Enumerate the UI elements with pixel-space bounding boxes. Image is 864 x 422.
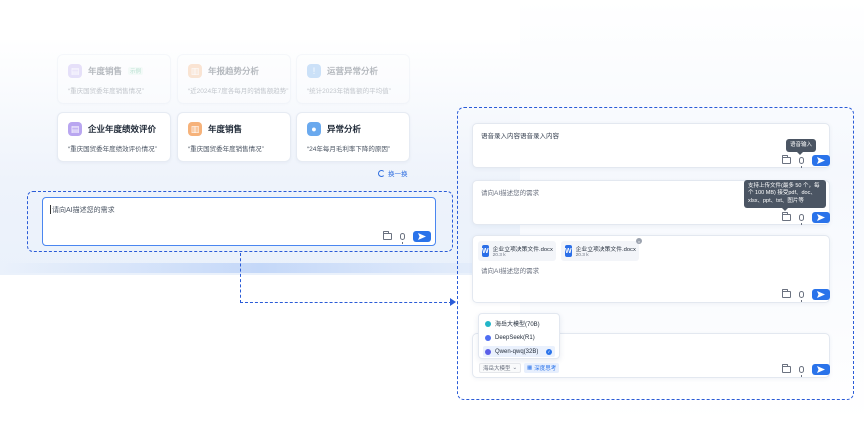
folder-icon[interactable] xyxy=(383,231,392,240)
suggestion-card-faded[interactable]: ▤ 年度销售 示例 “重庆国贸委年度销售情况” xyxy=(57,54,171,104)
send-button[interactable] xyxy=(812,155,830,166)
prompt-input[interactable]: 请向AI描述您的需求 xyxy=(42,197,436,246)
left-glow xyxy=(0,263,520,273)
word-doc-icon: W xyxy=(565,245,572,257)
trend-icon: ▥ xyxy=(188,64,202,78)
suggestion-card-anomaly[interactable]: ● 异常分析 “24年每月毛利率下降的原因” xyxy=(296,112,410,162)
send-button[interactable] xyxy=(812,289,830,300)
send-icon xyxy=(817,157,825,164)
card-description: “重庆国贸委年度绩效评价情况” xyxy=(68,146,157,153)
grid-icon: ▦ xyxy=(527,365,533,371)
send-button[interactable] xyxy=(812,212,830,223)
refresh-button[interactable]: 换一换 xyxy=(378,168,408,178)
prompt-placeholder: 请向AI描述您的需求 xyxy=(52,207,115,214)
folder-icon[interactable] xyxy=(782,155,791,164)
folder-icon[interactable] xyxy=(782,289,791,298)
chart-icon: ▤ xyxy=(68,122,82,136)
close-icon[interactable]: × xyxy=(636,238,642,244)
deep-think-toggle[interactable]: ▦ 深度思考 xyxy=(524,363,560,373)
input-toolbar xyxy=(782,212,830,225)
file-chip[interactable]: W 企业立项决策文件.docx 20.3 k × xyxy=(561,238,642,261)
connector-line xyxy=(240,253,241,303)
card-description: “重庆国贸委年度销售情况” xyxy=(68,88,144,95)
model-select[interactable]: 海岳大模型 ⌄ xyxy=(479,363,522,373)
qwen-logo-icon xyxy=(485,348,491,355)
tag-badge: 示例 xyxy=(128,67,144,75)
folder-icon[interactable] xyxy=(782,364,791,373)
microphone-icon[interactable] xyxy=(799,291,804,302)
word-doc-icon: W xyxy=(482,245,489,257)
model-option-selected[interactable]: Qwen-qwq(32B) ✓ xyxy=(483,346,555,357)
voice-tooltip: 语音输入 xyxy=(786,139,817,156)
model-option[interactable]: 海岳大模型(70B) xyxy=(483,318,555,329)
refresh-icon xyxy=(378,169,385,177)
user-icon: ● xyxy=(307,122,321,136)
connector-arrow-icon xyxy=(450,298,456,306)
upload-tooltip: 支持上传文件(最多 50 个，每个 100 MB) 接受pdf、doc、xlsx… xyxy=(744,180,826,212)
model-option[interactable]: DeepSeek(R1) xyxy=(483,332,555,343)
sales-icon: ▥ xyxy=(188,122,202,136)
card-description: “重庆国贸委年度销售情况” xyxy=(188,146,264,153)
microphone-icon[interactable] xyxy=(799,214,804,225)
voice-text: 语音录入内容语音录入内容 xyxy=(481,133,559,140)
microphone-icon[interactable] xyxy=(799,366,804,377)
suggestion-card-performance[interactable]: ▤ 企业年度绩效评价 “重庆国贸委年度绩效评价情况” xyxy=(57,112,171,162)
send-button[interactable] xyxy=(812,364,830,375)
highlight-frame-right xyxy=(457,107,854,400)
deepseek-logo-icon xyxy=(485,334,491,341)
chevron-down-icon: ⌄ xyxy=(512,365,518,371)
card-description: “近2024年7度各每月的销售额趋势” xyxy=(188,88,289,95)
suggestion-card-faded[interactable]: ! 运营异常分析 “统计2023年销售额的平均值” xyxy=(296,54,410,104)
input-toolbar xyxy=(383,231,431,244)
model-dropdown-menu: 海岳大模型(70B) DeepSeek(R1) Qwen-qwq(32B) ✓ xyxy=(478,313,560,359)
input-toolbar xyxy=(782,155,830,168)
check-icon: ✓ xyxy=(546,348,552,355)
model-logo-icon xyxy=(485,320,491,327)
send-icon xyxy=(817,366,825,373)
folder-icon[interactable] xyxy=(782,212,791,221)
file-chip[interactable]: W 企业立项决策文件.docx 20.3 k xyxy=(478,241,556,261)
chart-icon: ▤ xyxy=(68,64,82,78)
prompt-placeholder: 请向AI描述您的需求 xyxy=(481,268,540,275)
connector-line xyxy=(240,302,452,303)
voice-input-card[interactable]: 语音录入内容语音录入内容 xyxy=(472,123,830,168)
send-icon xyxy=(817,214,825,221)
alert-icon: ! xyxy=(307,64,321,78)
suggestion-card-sales[interactable]: ▥ 年度销售 “重庆国贸委年度销售情况” xyxy=(177,112,291,162)
send-button[interactable] xyxy=(413,231,431,242)
file-attachment-card[interactable]: W 企业立项决策文件.docx 20.3 k W 企业立项决策文件.docx 2… xyxy=(472,235,830,303)
text-caret xyxy=(50,205,51,214)
card-description: “24年每月毛利率下降的原因” xyxy=(307,146,391,153)
microphone-icon[interactable] xyxy=(400,233,405,244)
send-icon xyxy=(418,233,426,240)
send-icon xyxy=(817,291,825,298)
prompt-placeholder: 请向AI描述您的需求 xyxy=(481,190,540,197)
highlight-frame-left xyxy=(27,191,453,252)
suggestion-card-faded[interactable]: ▥ 年报趋势分析 “近2024年7度各每月的销售额趋势” xyxy=(177,54,291,104)
card-description: “统计2023年销售额的平均值” xyxy=(307,88,391,95)
microphone-icon[interactable] xyxy=(799,157,804,168)
input-toolbar xyxy=(782,289,830,302)
input-toolbar xyxy=(782,364,830,377)
